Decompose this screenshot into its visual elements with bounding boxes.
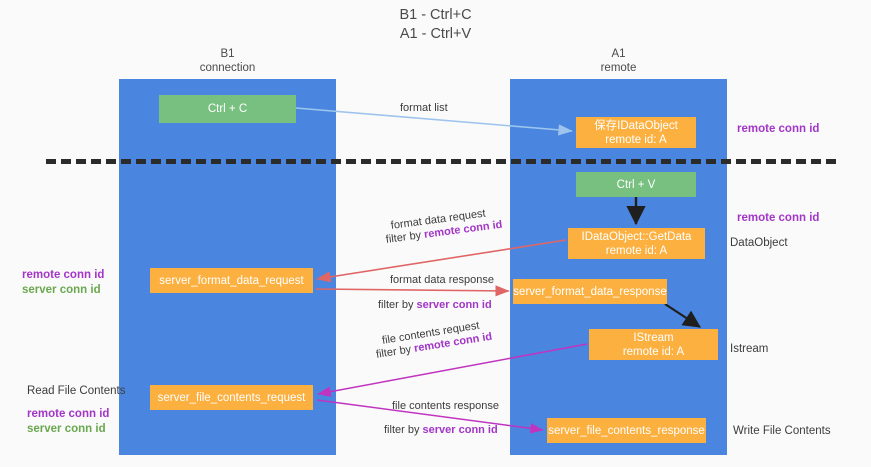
annotation-left-middle-server: server conn id	[22, 284, 101, 296]
filter-prefix: filter by	[375, 342, 416, 361]
node-save-idataobject[interactable]: 保存IDataObject remote id: A	[576, 117, 696, 148]
label-format-data-response-filter: filter by server conn id	[378, 298, 492, 312]
annotation-left-middle-remote: remote conn id	[22, 269, 105, 281]
annotation-write-file-contents: Write File Contents	[733, 425, 831, 437]
annotation-istream: Istream	[730, 343, 769, 355]
annotation-left-middle: remote conn id server conn id	[22, 268, 104, 298]
annotation-read-file-contents: Read File Contents	[27, 385, 126, 397]
connector-format-data-response	[315, 285, 510, 297]
label-file-contents-response-filter: filter by server conn id	[384, 423, 498, 437]
node-server-file-contents-response[interactable]: server_file_contents_response	[547, 418, 706, 443]
node-server-file-contents-request[interactable]: server_file_contents_request	[150, 385, 313, 410]
node-server-format-data-request[interactable]: server_format_data_request	[150, 268, 313, 293]
annotation-remote-conn-id-top: remote conn id	[737, 123, 820, 135]
filter-key-server-conn-id: server conn id	[416, 299, 492, 311]
phase-divider	[46, 159, 836, 164]
label-format-data-response: format data response	[390, 274, 494, 286]
node-server-format-data-response[interactable]: server_format_data_response	[513, 279, 667, 304]
filter-prefix: filter by	[378, 299, 417, 311]
filter-prefix: filter by	[384, 424, 423, 436]
filter-key-server-conn-id: server conn id	[422, 424, 498, 436]
filter-prefix: filter by	[385, 228, 425, 246]
column-header-b1: B1 connection	[199, 48, 256, 74]
node-idataobject-getdata[interactable]: IDataObject::GetData remote id: A	[568, 228, 705, 259]
annotation-left-bottom: Read File Contents remote conn id server…	[27, 384, 125, 437]
annotation-left-bottom-remote: remote conn id	[27, 408, 110, 420]
node-ctrl-v[interactable]: Ctrl + V	[576, 172, 696, 197]
node-ctrl-c[interactable]: Ctrl + C	[159, 95, 296, 123]
node-istream[interactable]: IStream remote id: A	[589, 329, 718, 360]
label-file-contents-response: file contents response	[392, 400, 500, 412]
column-header-a1: A1 remote	[600, 48, 637, 74]
page-title: B1 - Ctrl+C A1 - Ctrl+V	[399, 7, 472, 42]
annotation-left-bottom-server: server conn id	[27, 423, 106, 435]
label-format-list: format list	[400, 102, 448, 114]
annotation-remote-conn-id-middle: remote conn id	[737, 212, 820, 224]
annotation-dataobject: DataObject	[730, 237, 788, 249]
